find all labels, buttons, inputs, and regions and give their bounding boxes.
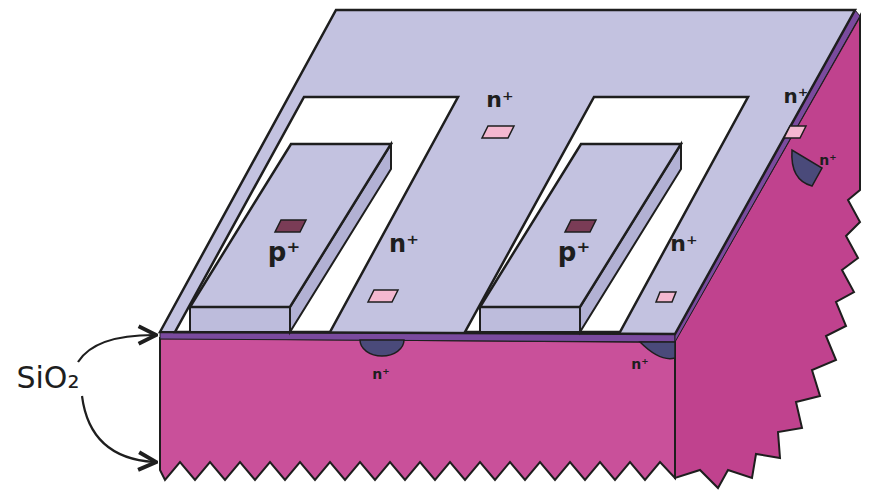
block-front: [480, 307, 580, 332]
doping-label: n⁺: [819, 153, 836, 167]
n-contact: [482, 126, 514, 138]
trench: [175, 97, 458, 332]
n-contact: [368, 290, 398, 302]
top-layer: [160, 10, 855, 334]
doping-label: n⁺: [486, 89, 513, 111]
n-contact: [656, 292, 676, 302]
doping-label: n⁺: [389, 232, 419, 256]
leader-arrow: [82, 396, 154, 462]
material-label: SiO₂: [16, 363, 79, 393]
n-contact: [784, 126, 806, 138]
trench: [465, 97, 748, 332]
leader-arrow: [78, 335, 154, 362]
p-contact: [565, 220, 596, 232]
doping-label: n⁺: [670, 233, 697, 255]
block-front: [190, 307, 290, 332]
substrate-front: [160, 338, 675, 480]
doping-label: n⁺: [784, 86, 809, 106]
doping-label: n⁺: [631, 357, 648, 371]
n-well: [792, 150, 822, 186]
doping-label: p⁺: [268, 239, 300, 265]
doping-label: p⁺: [558, 239, 590, 265]
n-well: [360, 340, 404, 356]
p-contact: [275, 220, 306, 232]
doping-label: n⁺: [372, 367, 389, 381]
block-top: [480, 144, 681, 307]
block-top: [190, 144, 391, 307]
